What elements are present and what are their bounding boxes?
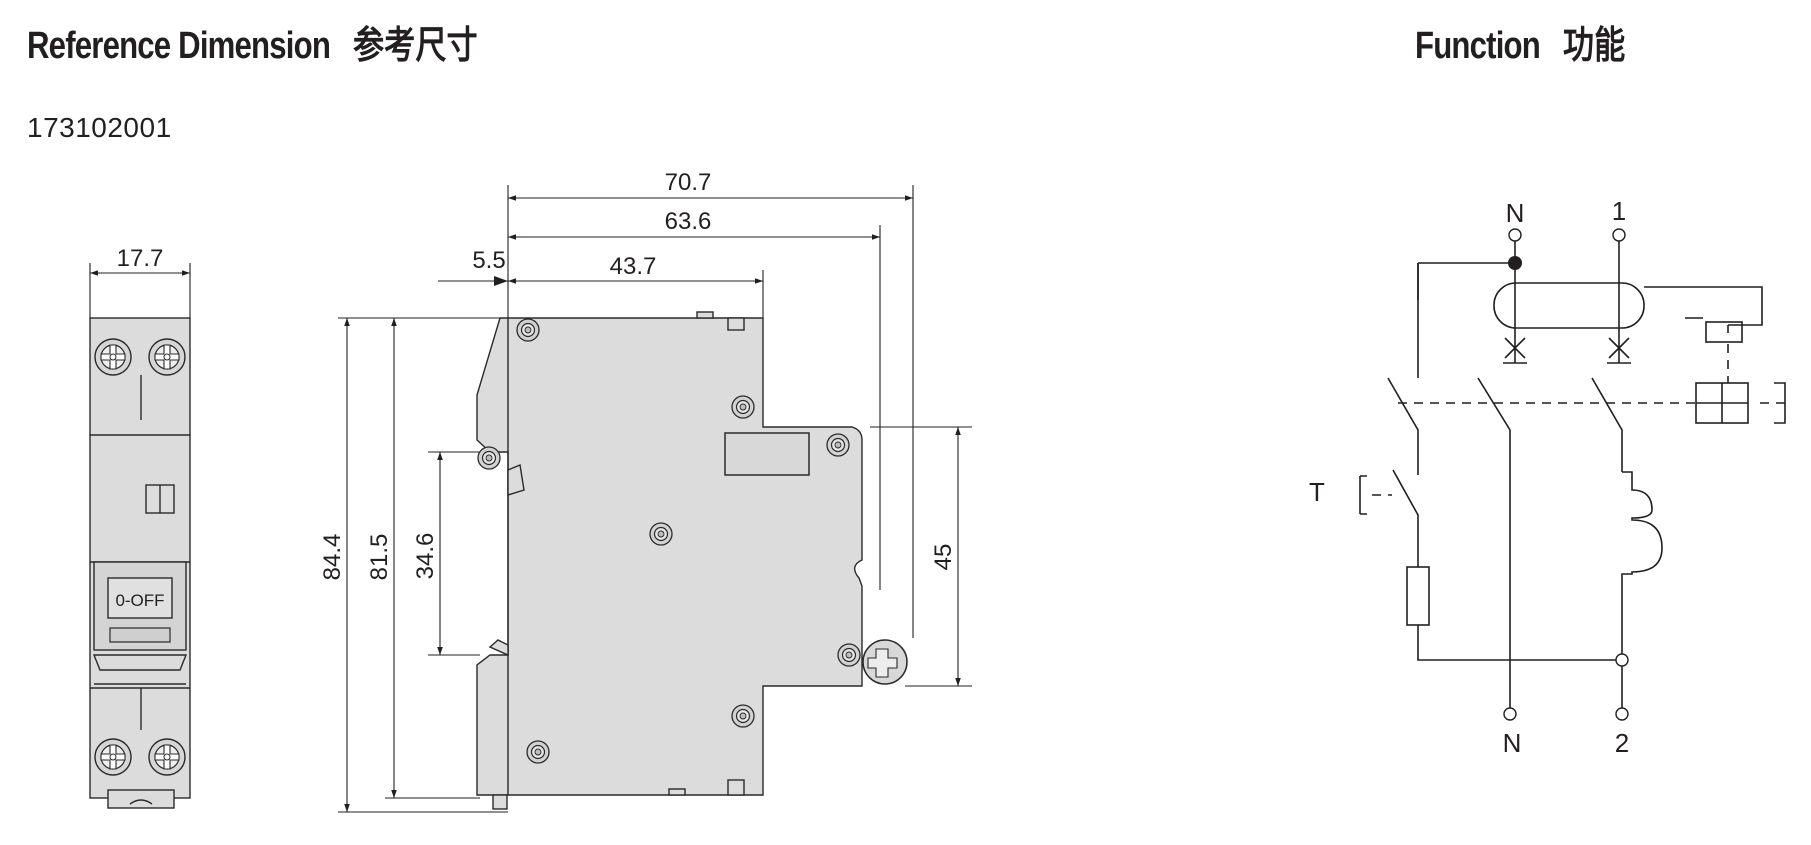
front-clip-notch [129, 799, 153, 805]
front-bottom-clip [107, 789, 175, 809]
side-rivet-8-icon [526, 740, 550, 764]
terminal-top-n-label: N [1506, 198, 1525, 228]
side-top-tab-b [727, 317, 745, 331]
function-heading: Function 功能 [1415, 14, 1625, 69]
front-handle-label: 0-OFF [115, 591, 164, 610]
side-rivet-3-icon [731, 395, 755, 419]
test-button-bracket [1359, 475, 1367, 515]
terminal-bottom-n-label: N [1503, 728, 1522, 758]
side-rivet-7-icon [731, 704, 755, 728]
side-bottom-tab-b [727, 779, 745, 796]
test-branch-switch [1387, 377, 1419, 475]
side-bottom-tab-a [668, 788, 686, 796]
front-handle[interactable] [107, 577, 173, 619]
neutral-contact-marker-icon [1503, 337, 1527, 364]
front-screw-bottom-right-icon [148, 738, 186, 776]
side-view: 70.7 63.6 43.7 5.5 84.4 81.5 34.6 45 [319, 169, 972, 813]
side-clip-tab [507, 464, 525, 496]
test-return-wire [1417, 625, 1622, 661]
side-rivet-4-icon [826, 433, 850, 457]
phase-switch [1591, 377, 1623, 472]
reference-dimension-heading: Reference Dimension 参考尺寸 [27, 14, 478, 69]
terminal-top-1-icon [1612, 228, 1626, 242]
reference-heading-en: Reference Dimension [27, 25, 331, 67]
side-rivet-2-icon [477, 446, 501, 470]
front-screw-top-right-icon [148, 338, 186, 376]
depth-2-dim-label: 63.6 [665, 208, 712, 235]
terminal-bottom-2-icon [1615, 707, 1629, 721]
side-test-knob-cross-icon [867, 648, 898, 678]
side-lower-clip [488, 639, 509, 657]
front-width-dim-label: 17.7 [117, 245, 164, 272]
terminal-bottom-n-icon [1503, 707, 1517, 721]
overcurrent-release-icon [1621, 471, 1663, 660]
overall-depth-dim-label: 70.7 [665, 169, 712, 196]
side-rivet-6-icon [837, 643, 861, 667]
depth-3-dim-label: 43.7 [610, 253, 657, 280]
side-rivet-5-icon [649, 522, 673, 546]
function-heading-cn: 功能 [1562, 23, 1626, 67]
offset-dim-label: 5.5 [472, 247, 505, 274]
rail-height-dim-label: 34.6 [412, 533, 439, 580]
terminal-bottom-2-label: 2 [1615, 728, 1629, 758]
sensing-coil-lead [1644, 286, 1763, 326]
manual-release-bracket [1774, 382, 1786, 424]
function-heading-en: Function [1415, 25, 1541, 67]
reference-heading-cn: 参考尺寸 [353, 23, 478, 67]
front-handle-base [109, 627, 171, 643]
side-top-tab-a [696, 311, 714, 319]
front-view: 17.7 0-OFF [89, 245, 191, 809]
side-bottom-foot [492, 794, 508, 810]
height-2-dim-label: 81.5 [366, 534, 393, 581]
schematic: N 1 N 2 T [1309, 196, 1786, 758]
phase-contact-marker-icon [1607, 337, 1631, 364]
terminal-top-n-icon [1508, 228, 1522, 242]
relay-leads [1685, 317, 1729, 333]
test-switch [1392, 469, 1419, 567]
test-resistor-icon [1406, 566, 1430, 626]
part-number: 173102001 [27, 112, 172, 143]
side-body [476, 317, 863, 796]
front-body [89, 317, 191, 799]
offset-arrow-icon [494, 276, 508, 286]
front-height-dim-label: 45 [930, 544, 957, 571]
side-rivet-1-icon [516, 318, 540, 342]
overall-height-dim-label: 84.4 [319, 534, 346, 581]
neutral-switch [1477, 377, 1511, 690]
front-screw-bottom-left-icon [94, 738, 132, 776]
terminal-top-1-label: 1 [1612, 196, 1626, 226]
front-handle-lower-lip [92, 654, 188, 671]
front-screw-top-left-icon [94, 338, 132, 376]
test-label: T [1309, 477, 1325, 507]
trip-relay-icon [1705, 321, 1743, 343]
side-label-window [724, 432, 810, 476]
phase-junction-icon [1615, 653, 1629, 667]
current-transformer [1493, 282, 1645, 329]
